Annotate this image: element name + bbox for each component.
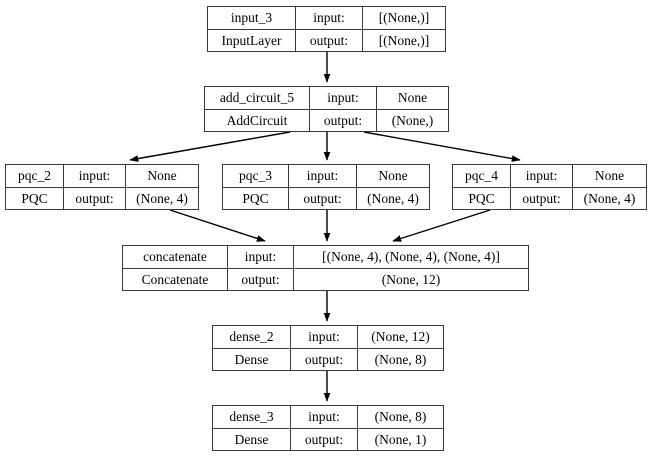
- node-output-shape: (None, 4): [367, 190, 419, 206]
- node-input-label: input:: [64, 165, 126, 187]
- node-input-label: input:: [296, 7, 363, 29]
- node-output-label: output:: [291, 348, 358, 370]
- node-layer-type: PQC: [453, 187, 511, 209]
- node-input-shape: None: [397, 90, 428, 105]
- node-input-label: input:: [228, 246, 294, 268]
- node-input-label: input:: [291, 326, 358, 348]
- node-output-label: output:: [291, 428, 358, 450]
- node-input-shape: (None, 12): [371, 329, 430, 344]
- node-layer-type: PQC: [223, 187, 289, 209]
- graph-edge-pqc_2-to-concatenate: [169, 209, 266, 242]
- node-input-label: input:: [310, 87, 377, 109]
- graph-edge-add_circuit_5-to-pqc_2: [129, 131, 291, 162]
- node-input-shape: None: [147, 168, 177, 183]
- node-input-label: input:: [291, 406, 358, 428]
- node-input-label: input:: [511, 165, 573, 187]
- node-layer-type: Concatenate: [123, 268, 228, 290]
- node-layer-name: concatenate: [123, 246, 228, 268]
- node-input-shape: None: [594, 168, 625, 183]
- node-output-label: output:: [296, 29, 363, 51]
- node-output-shape: [(None,)]: [378, 32, 430, 48]
- node-input-shape: [(None, 4), (None, 4), (None, 4)]: [322, 249, 500, 264]
- node-output-shape: (None, 8): [374, 351, 427, 367]
- node-layer-type: PQC: [6, 187, 64, 209]
- node-input-shape: [(None,)]: [378, 10, 430, 25]
- node-output-shape: (None,): [391, 112, 434, 128]
- graph-edge-pqc_4-to-concatenate: [392, 209, 491, 242]
- node-output-label: output:: [228, 268, 294, 290]
- node-layer-name: pqc_2: [6, 165, 64, 187]
- node-input-shape: (None, 8): [374, 409, 427, 424]
- node-output-label: output:: [310, 109, 377, 131]
- node-output-label: output:: [289, 187, 357, 209]
- node-layer-type: Dense: [213, 428, 291, 450]
- node-layer-name: input_3: [208, 7, 296, 29]
- node-layer-type: InputLayer: [208, 29, 296, 51]
- node-layer-name: dense_2: [213, 326, 291, 348]
- node-output-label: output:: [64, 187, 126, 209]
- node-output-label: output:: [511, 187, 573, 209]
- node-output-shape: (None, 1): [374, 431, 427, 447]
- node-layer-name: pqc_3: [223, 165, 289, 187]
- node-layer-name: dense_3: [213, 406, 291, 428]
- node-output-shape: (None, 4): [136, 190, 188, 206]
- node-input-shape: None: [378, 168, 408, 183]
- node-layer-type: AddCircuit: [205, 109, 310, 131]
- node-layer-name: add_circuit_5: [205, 87, 310, 109]
- node-output-shape: (None, 4): [583, 190, 636, 206]
- graph-edge-add_circuit_5-to-pqc_4: [363, 131, 521, 162]
- node-input-label: input:: [289, 165, 357, 187]
- node-layer-type: Dense: [213, 348, 291, 370]
- node-layer-name: pqc_4: [453, 165, 511, 187]
- node-output-shape: (None, 12): [381, 271, 441, 287]
